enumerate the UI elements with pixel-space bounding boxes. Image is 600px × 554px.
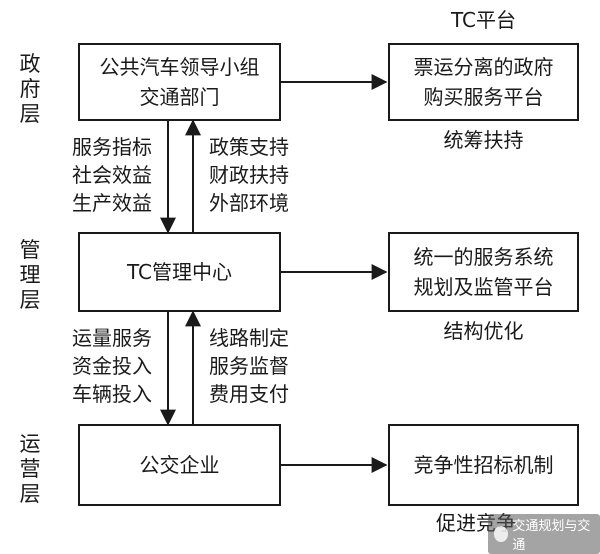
- box-gov-service-platform: 票运分离的政府 购买服务平台: [388, 43, 579, 121]
- caption-structure-optimization: 结构优化: [443, 319, 524, 343]
- box-competitive-bidding: 竞争性招标机制: [388, 424, 579, 506]
- watermark: 交通规划与交通: [488, 514, 600, 554]
- platform-title: TC平台: [450, 8, 516, 32]
- text-service-indicators: 服务指标 社会效益 生产效益: [72, 135, 152, 215]
- text-policy-support: 政策支持 财政扶持 外部环境: [209, 135, 289, 215]
- layer-label-ops: 运 营 层: [19, 432, 41, 506]
- caption-overall-support: 统筹扶持: [443, 128, 524, 152]
- box-bus-enterprises: 公交企业: [78, 424, 281, 506]
- layer-label-gov: 政 府 层: [19, 52, 41, 126]
- box-gov-bus-leading-group: 公共汽车领导小组 交通部门: [78, 43, 281, 121]
- text-route-planning: 线路制定 服务监督 费用支付: [209, 326, 289, 406]
- box-tc-management-center: TC管理中心: [78, 232, 281, 312]
- box-unified-service-platform: 统一的服务系统 规划及监管平台: [388, 232, 579, 312]
- wechat-logo-icon: [494, 526, 509, 542]
- text-volume-services: 运量服务 资金投入 车辆投入: [72, 326, 152, 406]
- layer-label-mgmt: 管 理 层: [19, 238, 41, 312]
